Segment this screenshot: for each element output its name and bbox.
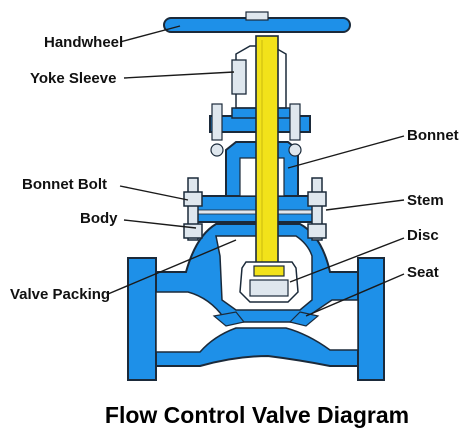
- leader-bonnet-bolt: [119, 185, 189, 201]
- stem: [255, 35, 279, 269]
- diagram-title: Flow Control Valve Diagram: [104, 402, 410, 428]
- leader-bonnet: [287, 135, 405, 169]
- leader-body: [123, 219, 197, 229]
- disc: [239, 261, 299, 303]
- label-stem: Stem: [407, 192, 444, 209]
- label-body: Body: [80, 210, 118, 227]
- label-bonnet: Bonnet: [407, 127, 459, 144]
- leader-stem: [325, 199, 405, 211]
- label-handwheel: Handwheel: [44, 34, 124, 51]
- label-disc: Disc: [407, 227, 439, 244]
- leader-seat: [305, 273, 405, 317]
- bonnet-bolt-left: [183, 177, 203, 241]
- label-seat: Seat: [407, 264, 439, 281]
- body-bonnet-flange: [191, 195, 319, 223]
- leader-valve-packing: [107, 239, 237, 295]
- yoke: [231, 45, 287, 109]
- handwheel: [163, 11, 351, 33]
- bonnet-bolt-right: [307, 177, 327, 241]
- gland-eye-bolts: [210, 103, 302, 157]
- leader-disc: [289, 237, 405, 283]
- leader-handwheel: [119, 25, 181, 43]
- label-yoke-sleeve: Yoke Sleeve: [30, 70, 117, 87]
- label-valve-packing: Valve Packing: [10, 286, 111, 303]
- label-bonnet-bolt: Bonnet Bolt: [22, 176, 107, 193]
- leader-yoke-sleeve: [123, 71, 235, 79]
